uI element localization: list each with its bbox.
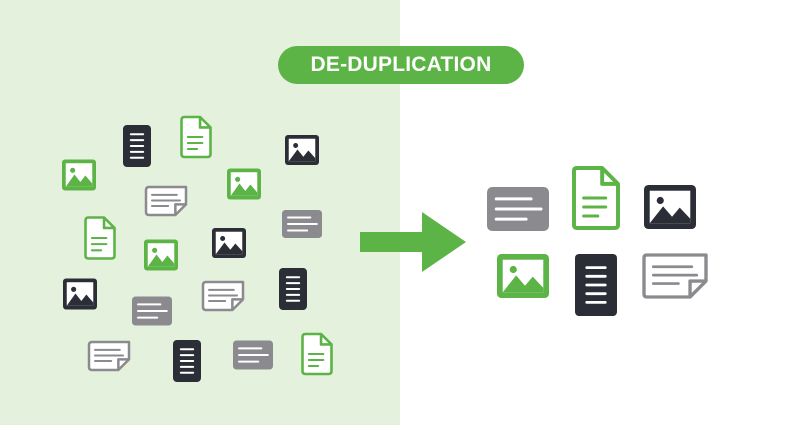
deduplication-title-pill: DE-DUPLICATION	[278, 46, 524, 84]
title-text: DE-DUPLICATION	[310, 53, 492, 76]
